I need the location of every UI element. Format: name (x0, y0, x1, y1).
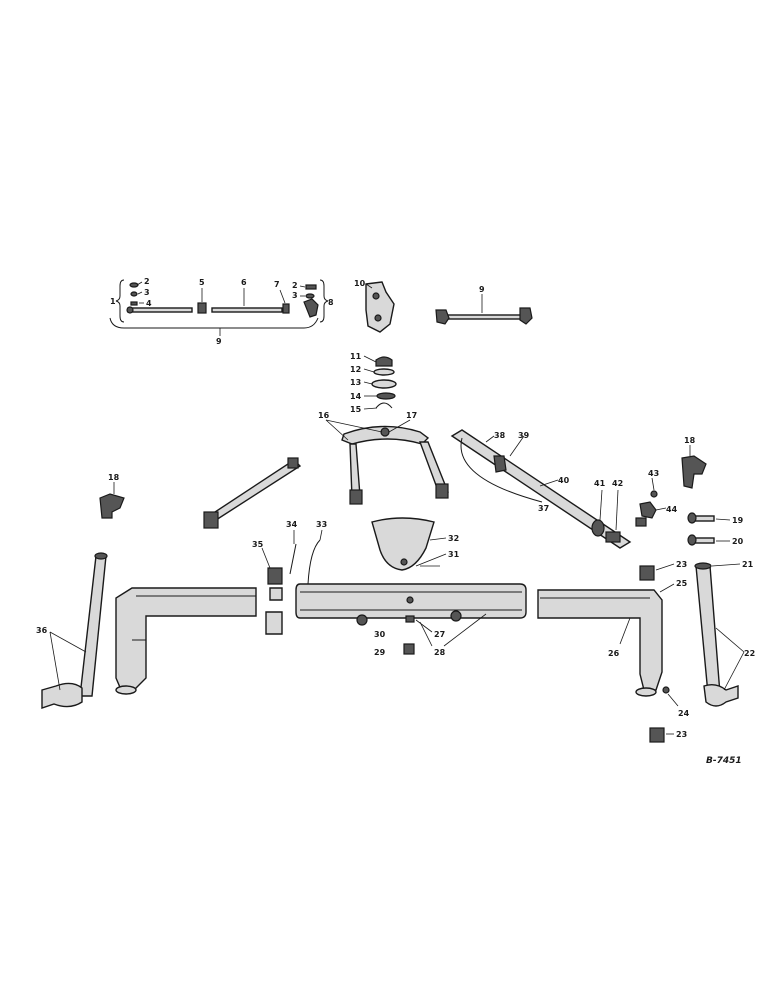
callout-40: 40 (558, 476, 570, 485)
callout-11: 11 (350, 352, 362, 361)
callout-23: 23 (676, 560, 687, 569)
callout-27: 27 (434, 630, 445, 639)
callout-34: 34 (286, 520, 298, 529)
steering-arm-right (681, 445, 707, 489)
hardware-stack (363, 355, 397, 410)
callout-8: 8 (328, 298, 334, 307)
callout-38: 38 (494, 431, 506, 440)
callout-21: 21 (742, 560, 754, 569)
axle-extension-right (537, 583, 679, 707)
callout-2: 2 (144, 277, 150, 286)
hardware-right (635, 477, 667, 527)
callout-7: 7 (274, 280, 280, 289)
callout-19: 19 (732, 516, 744, 525)
callout-35: 35 (252, 540, 264, 549)
radius-rod-yoke (325, 419, 449, 505)
callout-22: 22 (744, 649, 755, 658)
callout-4: 4 (146, 299, 152, 308)
bushings-23 (639, 563, 675, 743)
callout-18: 18 (108, 473, 120, 482)
callout-24: 24 (678, 709, 690, 718)
callout-44: 44 (666, 505, 678, 514)
callout-36: 36 (36, 626, 48, 635)
callout-32: 32 (448, 534, 459, 543)
bolts-19-20 (687, 512, 731, 546)
steering-arm-left (99, 482, 125, 519)
callout-37: 37 (538, 504, 549, 513)
tie-rod-assembly (109, 279, 329, 336)
steering-bracket (365, 281, 395, 333)
spindle-left (41, 552, 108, 709)
callouts: 1 2 3 4 5 6 7 2 3 8 9 10 9 11 12 13 14 1… (36, 277, 755, 739)
figure-number: B-7451 (706, 756, 742, 766)
callout-15: 15 (350, 405, 362, 414)
callout-33: 33 (316, 520, 327, 529)
callout-39: 39 (518, 431, 530, 440)
callout-6: 6 (241, 278, 247, 287)
callout-14: 14 (350, 392, 362, 401)
center-bracket (371, 517, 447, 571)
callout-17: 17 (406, 411, 417, 420)
callout-3b: 3 (292, 291, 298, 300)
callout-9: 9 (216, 337, 222, 346)
callout-42: 42 (612, 479, 623, 488)
callout-30: 30 (374, 630, 386, 639)
axle-extension-left (115, 587, 257, 695)
callout-28: 28 (434, 648, 446, 657)
callout-29: 29 (374, 648, 386, 657)
callout-10: 10 (354, 279, 366, 288)
spindle-right (694, 562, 745, 707)
callout-43: 43 (648, 469, 659, 478)
callout-18b: 18 (684, 436, 696, 445)
callout-31: 31 (448, 550, 460, 559)
callout-12: 12 (350, 365, 361, 374)
callout-26: 26 (608, 649, 620, 658)
drag-link (435, 294, 533, 325)
callout-20: 20 (732, 537, 744, 546)
callout-2b: 2 (292, 281, 298, 290)
spindle-bushings (261, 529, 323, 635)
callout-16: 16 (318, 411, 330, 420)
axle-center (295, 583, 527, 655)
callout-5: 5 (199, 278, 205, 287)
callout-1: 1 (110, 297, 116, 306)
callout-3: 3 (144, 288, 150, 297)
callout-23b: 23 (676, 730, 687, 739)
callout-9b: 9 (479, 285, 485, 294)
callout-25: 25 (676, 579, 688, 588)
callout-13: 13 (350, 378, 361, 387)
radius-rod-right (450, 429, 632, 549)
diagonal-rod-left (203, 457, 302, 529)
callout-41: 41 (594, 479, 606, 488)
